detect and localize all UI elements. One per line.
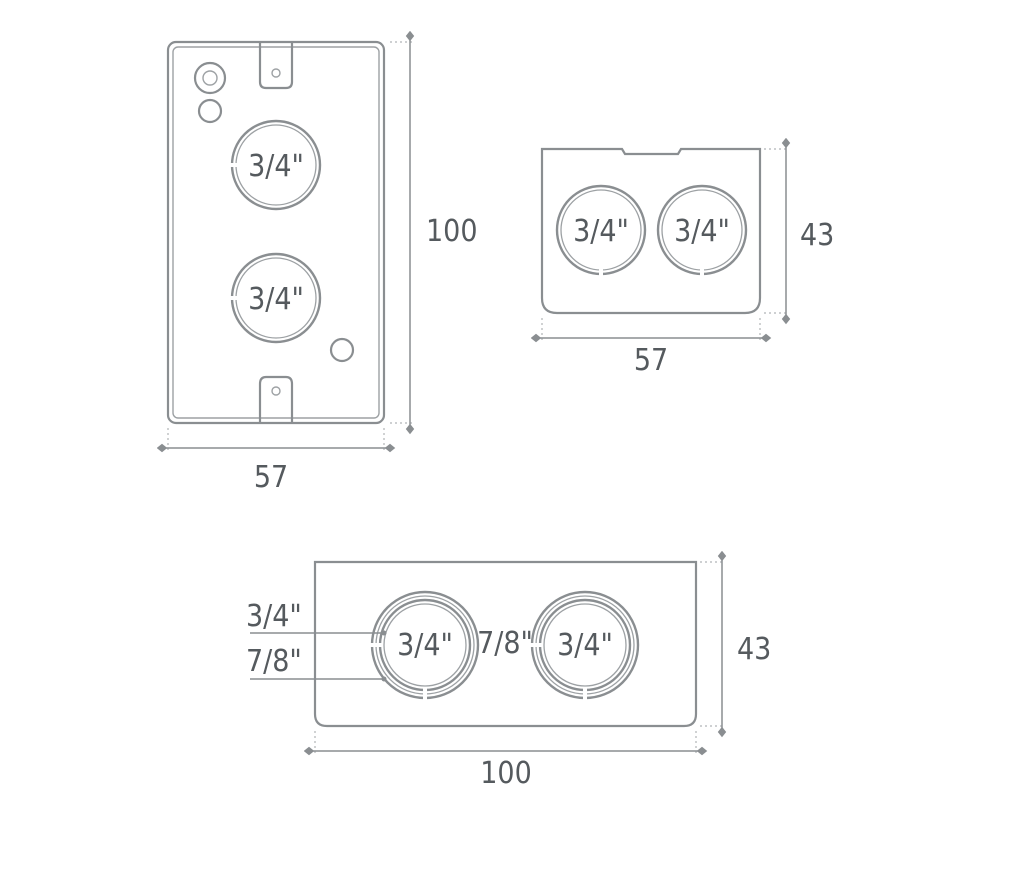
- bottom-leader-outer: 7/8": [246, 644, 387, 682]
- front-width-dimension: 57: [156, 428, 396, 495]
- side-knockout-right: 3/4": [656, 184, 748, 276]
- bottom-knockout-left-label: 3/4": [397, 628, 453, 663]
- front-view-inner-outline: [172, 46, 380, 419]
- side-knockout-right-label: 3/4": [674, 214, 730, 249]
- bottom-knockout-right: 3/4": [530, 590, 640, 700]
- side-knockout-left: 3/4": [555, 184, 647, 276]
- bottom-mounting-ear: [258, 375, 294, 423]
- small-hole-upper: [197, 98, 223, 124]
- side-view: 3/4" 3/4" 43 57: [530, 137, 834, 378]
- bottom-view-outline: [313, 560, 698, 728]
- side-height-dimension: 43: [764, 137, 834, 325]
- bottom-width-label: 100: [480, 756, 532, 791]
- bottom-between-label: 7/8": [477, 626, 533, 661]
- front-knockout-top: 3/4": [230, 119, 322, 211]
- bottom-knockout-right-label: 3/4": [557, 628, 613, 663]
- bottom-leader-inner: 3/4": [246, 599, 387, 636]
- front-view: 3/4" 3/4" 100 57: [156, 30, 478, 495]
- side-width-dimension: 57: [530, 318, 772, 378]
- ground-screw-hole: [193, 61, 227, 95]
- side-knockout-left-label: 3/4": [573, 214, 629, 249]
- side-height-label: 43: [800, 218, 834, 253]
- front-knockout-bottom: 3/4": [230, 252, 322, 344]
- top-mounting-ear: [258, 42, 294, 90]
- bottom-knockout-left: 3/4": [370, 590, 480, 700]
- front-knockout-bottom-label: 3/4": [248, 282, 304, 317]
- front-knockout-top-label: 3/4": [248, 149, 304, 184]
- front-height-dimension: 100: [390, 30, 478, 435]
- front-height-label: 100: [426, 214, 478, 249]
- small-hole-lower: [329, 337, 355, 363]
- bottom-height-dimension: 43: [700, 550, 771, 738]
- bottom-leader-outer-label: 7/8": [246, 644, 302, 679]
- bottom-width-dimension: 100: [303, 731, 708, 791]
- front-width-label: 57: [254, 460, 288, 495]
- bottom-leader-inner-label: 3/4": [246, 599, 302, 634]
- front-view-outline: [166, 40, 386, 425]
- side-width-label: 57: [634, 343, 668, 378]
- bottom-view: 3/4" 3/4" 7/8" 3/4" 7/8" 43: [246, 550, 771, 791]
- bottom-height-label: 43: [737, 632, 771, 667]
- side-view-outline: [540, 147, 762, 315]
